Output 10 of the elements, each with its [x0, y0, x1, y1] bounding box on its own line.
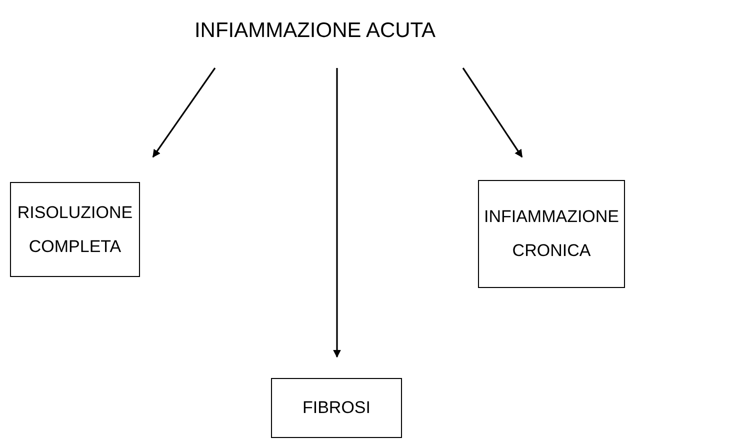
arrow — [152, 68, 216, 158]
heading-text: INFIAMMAZIONE ACUTA — [194, 18, 436, 44]
process-box — [271, 378, 402, 438]
arrow — [462, 68, 523, 158]
arrow — [333, 68, 341, 358]
box-label: INFIAMMAZIONE CRONICA — [482, 206, 620, 262]
process-box — [478, 180, 625, 288]
process-box — [10, 182, 140, 277]
box-label: FIBROSI — [302, 397, 370, 419]
box-label: RISOLUZIONE COMPLETA — [16, 202, 134, 258]
